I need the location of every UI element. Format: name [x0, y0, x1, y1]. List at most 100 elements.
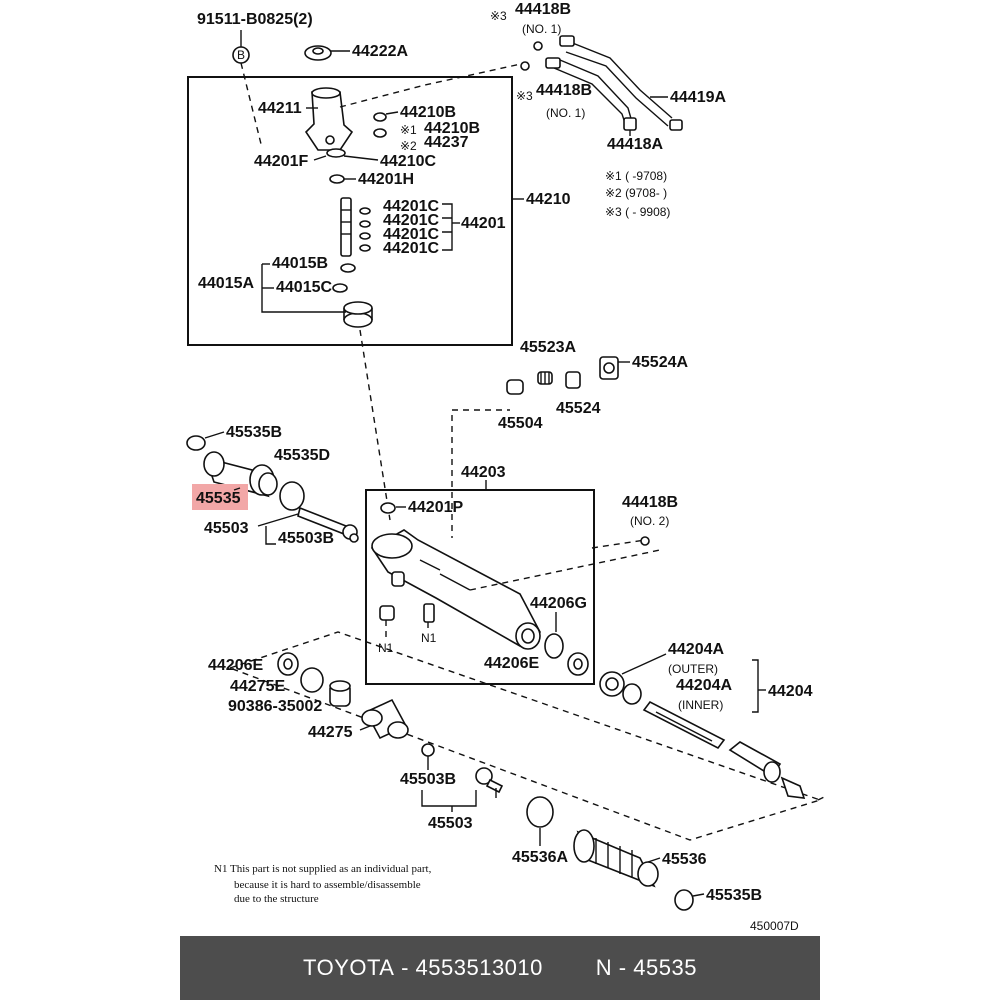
label-45535d: 45535D [274, 447, 330, 464]
note-line-2: because it is hard to assemble/disassemb… [234, 879, 421, 891]
clamp-45535b-top-icon [186, 435, 206, 451]
label-44418a: 44418A [607, 136, 663, 153]
label-44015c: 44015C [276, 279, 332, 296]
seal-44206e-right-icon [567, 652, 589, 676]
legend-2: ※2 (9708- ) [605, 186, 667, 200]
label-44201h: 44201H [358, 171, 414, 188]
footer-brand: TOYOTA [303, 955, 395, 980]
label-45503-left: 45503 [204, 520, 249, 537]
note-line-3: due to the structure [234, 893, 319, 905]
ring-44275e-icon [300, 667, 324, 693]
mark-3-top: ※3 [490, 9, 507, 23]
label-45503b-left: 45503B [278, 530, 334, 547]
label-44206e-left: 44206E [208, 657, 263, 674]
label-44210b-2: 44210B [424, 120, 480, 137]
clamp-45535d-icon [279, 481, 305, 511]
label-91511: 91511-B0825(2) [197, 11, 313, 28]
label-n1-b: N1 [421, 631, 437, 645]
label-44206e-right: 44206E [484, 655, 539, 672]
legend-3: ※3 ( - 9908) [605, 205, 670, 219]
n1-part-a-icon [379, 605, 395, 621]
label-45536a: 45536A [512, 849, 568, 866]
label-no2: (NO. 2) [630, 514, 669, 528]
label-44210c: 44210C [380, 153, 436, 170]
spring-45523a-icon [537, 371, 553, 385]
label-no1-top: (NO. 1) [522, 22, 561, 36]
label-44210b-1: 44210B [400, 104, 456, 121]
label-44201c-2: 44201C [383, 212, 439, 229]
valve-assembly-box [187, 76, 513, 346]
plug-45524a-icon [599, 356, 619, 380]
label-44275: 44275 [308, 724, 353, 741]
label-44237: 44237 [424, 134, 469, 151]
clamp-45535b-bottom-icon [674, 889, 694, 911]
label-44203: 44203 [461, 464, 506, 481]
label-44201p: 44201P [408, 499, 463, 516]
rack-44204-icon [642, 700, 806, 799]
label-44015b: 44015B [272, 255, 328, 272]
label-outer: (OUTER) [668, 662, 718, 676]
valve-housing-icon [304, 87, 354, 151]
label-45536: 45536 [662, 851, 707, 868]
tie-rod-end-bottom-icon [475, 767, 504, 798]
label-44201: 44201 [461, 215, 506, 232]
label-inner: (INNER) [678, 698, 723, 712]
footer-n-value: 45535 [633, 955, 697, 980]
label-44201f: 44201F [254, 153, 308, 170]
guide-45504-icon [506, 379, 524, 395]
tie-rod-end-left-icon [297, 506, 359, 543]
bushing-90386-icon [329, 680, 351, 707]
label-44201c-3: 44201C [383, 226, 439, 243]
label-44275e: 44275E [230, 678, 285, 695]
label-45523a: 45523A [520, 339, 576, 356]
seal-44201p-icon [380, 502, 396, 514]
note-line-1: N1 This part is not supplied as an indiv… [214, 863, 432, 875]
mark-3-mid: ※3 [516, 89, 533, 103]
footer-part-number: 4553513010 [415, 955, 543, 980]
seal-44206e-left-icon [277, 652, 299, 676]
seal-44204a-outer-icon [599, 671, 625, 697]
label-44201c-4: 44201C [383, 240, 439, 257]
boot-45536-icon [573, 829, 659, 888]
seal-44222a-icon [304, 45, 332, 61]
label-44206g: 44206G [530, 595, 587, 612]
label-44418b-mid: 44418B [536, 82, 592, 99]
seal-44206g-icon [544, 633, 564, 659]
label-44204a-inner: 44204A [676, 677, 732, 694]
label-45535b-bottom: 45535B [706, 887, 762, 904]
label-44015a: 44015A [198, 275, 254, 292]
cylinder-44275-icon [361, 698, 409, 740]
label-45524: 45524 [556, 400, 601, 417]
label-44419a: 44419A [670, 89, 726, 106]
label-b-mark: B [237, 48, 245, 62]
pipe-44419a-icon [545, 35, 683, 131]
diagram-code: 450007D [750, 919, 799, 933]
legend-1: ※1 ( -9708) [605, 169, 667, 183]
label-44204a-outer: 44204A [668, 641, 724, 658]
label-44222a: 44222A [352, 43, 408, 60]
label-90386: 90386-35002 [228, 698, 322, 715]
label-45503-bottom: 45503 [428, 815, 473, 832]
label-44204: 44204 [768, 683, 813, 700]
bearing-44015-icon [343, 301, 373, 328]
part-info-footer: TOYOTA - 4553513010 N - 45535 [180, 936, 820, 1000]
label-44418b-no2: 44418B [622, 494, 678, 511]
seal-44204a-inner-icon [622, 683, 642, 705]
label-44211: 44211 [258, 100, 302, 117]
label-45524a: 45524A [632, 354, 688, 371]
clamp-45536a-icon [526, 796, 554, 828]
nut-45524-icon [565, 371, 581, 389]
mark-2: ※2 [400, 139, 417, 153]
rack-housing-box [365, 489, 595, 685]
label-45535: 45535 [196, 490, 241, 507]
valve-shaft-icon [340, 197, 352, 257]
label-45504: 45504 [498, 415, 543, 432]
label-no1-mid: (NO. 1) [546, 106, 585, 120]
label-44210: 44210 [526, 191, 571, 208]
boot-45535-icon [203, 451, 278, 498]
label-44201c-1: 44201C [383, 198, 439, 215]
rack-housing-icon [370, 529, 542, 650]
label-44418b-top: 44418B [515, 1, 571, 18]
label-45535b-top: 45535B [226, 424, 282, 441]
